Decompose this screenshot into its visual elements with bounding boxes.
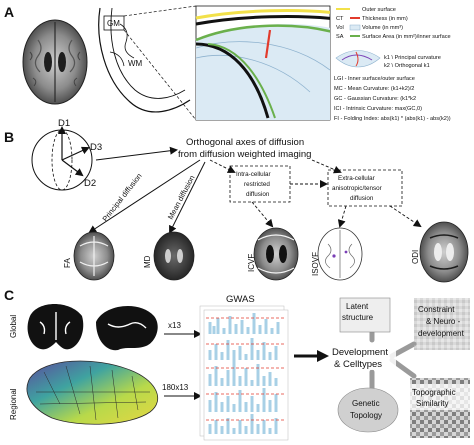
orthogonal-title-line2: from diffusion weighted imaging	[178, 149, 311, 160]
development-node: Development & Celltypes	[330, 344, 396, 370]
regional-multiplier: 180x13	[162, 383, 189, 392]
formula-gc: GC - Gaussian Curvature: (k1*k2	[334, 96, 416, 102]
orthogonal-title-line1: Orthogonal axes of diffusion	[186, 137, 304, 148]
odi-label: ODI	[411, 250, 420, 264]
global-coronal-silhouette	[27, 304, 84, 350]
global-sagittal-silhouette	[96, 305, 158, 351]
gwas-bars	[208, 313, 280, 434]
genetic-topology-node: Genetic Topology	[337, 387, 399, 433]
latent-line1: Latent	[346, 302, 369, 311]
curvature-formulas: LGI - Inner surface/outer surface MC - M…	[334, 76, 451, 122]
global-multiplier: x13	[168, 321, 181, 330]
principal-diffusion-label: Principal diffusion	[100, 171, 143, 223]
intra-line1: Intra-cellular	[236, 171, 271, 178]
inner-surface-line	[195, 24, 330, 42]
md-label: MD	[143, 255, 152, 268]
global-label: Global	[9, 315, 18, 338]
axis-d2-label: D2	[84, 178, 96, 189]
development-line1: Development	[332, 347, 388, 358]
constraint-line3: development	[418, 329, 465, 338]
extra-line2: anisotropic/tensor	[332, 185, 382, 192]
formula-ici: ICI - Intrinsic Curvature: max(GC,0)	[334, 106, 422, 112]
constraint-node: Constraint & Neuro - development	[414, 298, 470, 350]
thickness-line	[264, 29, 272, 59]
isovf-label: ISOVF	[311, 252, 320, 276]
curvature-diagram: k1 \ Principal curvature k2 \ Orthogonal…	[335, 50, 441, 69]
icvf-label: ICVF	[247, 254, 256, 272]
md-map-image	[153, 231, 195, 281]
zoomed-cortex-diagram	[195, 5, 331, 121]
topographic-similarity-node: Topographic Similarity	[410, 378, 470, 438]
gm-label: GM	[107, 19, 120, 28]
legend-outer-text: Outer surface	[362, 7, 396, 13]
outer-surface-line	[195, 9, 330, 20]
formula-fi: FI - Folding Index: abs(k1) * (abs(k1) -…	[334, 116, 451, 122]
constraint-line1: Constraint	[418, 305, 455, 314]
panel-a-mri-brain-image	[22, 19, 88, 105]
intra-line2: restricted	[244, 181, 270, 188]
regional-parcellation-image	[26, 360, 159, 425]
extra-line3: diffusion	[350, 195, 374, 202]
legend-vol-text: Volume (in mm³)	[362, 25, 403, 31]
constraint-line2: & Neuro -	[426, 317, 461, 326]
gwas-threshold-lines	[206, 317, 286, 421]
latent-structure-node: Latent structure	[339, 297, 391, 333]
legend-vol-abbr: Vol	[336, 25, 344, 31]
inset-zoom-box	[103, 15, 125, 31]
formula-mc: MC - Mean Curvature: (k1+k2)/2	[334, 86, 414, 92]
latent-line2: structure	[342, 313, 374, 322]
topographic-line2: Similarity	[416, 399, 448, 408]
legend-ct-text: Thickness (in mm)	[362, 16, 408, 22]
diffusion-axes-diagram: D1 D3 D2	[31, 118, 102, 191]
genetic-line1: Genetic	[352, 399, 380, 408]
gwas-plot-stack	[199, 305, 289, 441]
mean-diffusion-label: Mean diffusion	[166, 174, 197, 221]
isovf-map-image	[317, 227, 363, 281]
panel-a-letter: A	[4, 4, 14, 20]
gm-wm-inset: GM WM	[98, 5, 197, 121]
legend-ct-abbr: CT	[336, 16, 344, 22]
axis-d3-label: D3	[90, 142, 102, 153]
genetic-line2: Topology	[350, 411, 382, 420]
topographic-line1: Topographic	[412, 388, 456, 397]
gwas-title: GWAS	[226, 294, 255, 305]
legend-sa-text: Surface Area (in mm²)/inner surface	[362, 34, 451, 40]
extra-line1: Extra-cellular	[338, 175, 375, 182]
axis-d1-label: D1	[58, 118, 70, 129]
k2-label: k2 \ Orthogonal k1	[384, 63, 430, 69]
development-line2: & Celltypes	[334, 359, 382, 370]
extra-cellular-box: Extra-cellular anisotropic/tensor diffus…	[327, 169, 403, 207]
legend-sa-abbr: SA	[336, 34, 344, 40]
fa-map-image	[73, 231, 115, 281]
panel-c-letter: C	[4, 287, 14, 303]
wm-label: WM	[128, 59, 143, 68]
k1-label: k1 \ Principal curvature	[384, 55, 441, 61]
surface-legend: Outer surface CT Thickness (in mm) Vol V…	[336, 7, 451, 40]
icvf-map-image	[253, 227, 299, 281]
intra-cellular-box: Intra-cellular restricted diffusion	[229, 165, 291, 203]
regional-label: Regional	[9, 388, 18, 420]
odi-map-image	[419, 221, 469, 283]
fa-label: FA	[63, 258, 72, 268]
intra-line3: diffusion	[246, 191, 270, 198]
formula-lgi: LGI - Inner surface/outer surface	[334, 76, 415, 82]
panel-b-letter: B	[4, 129, 14, 145]
